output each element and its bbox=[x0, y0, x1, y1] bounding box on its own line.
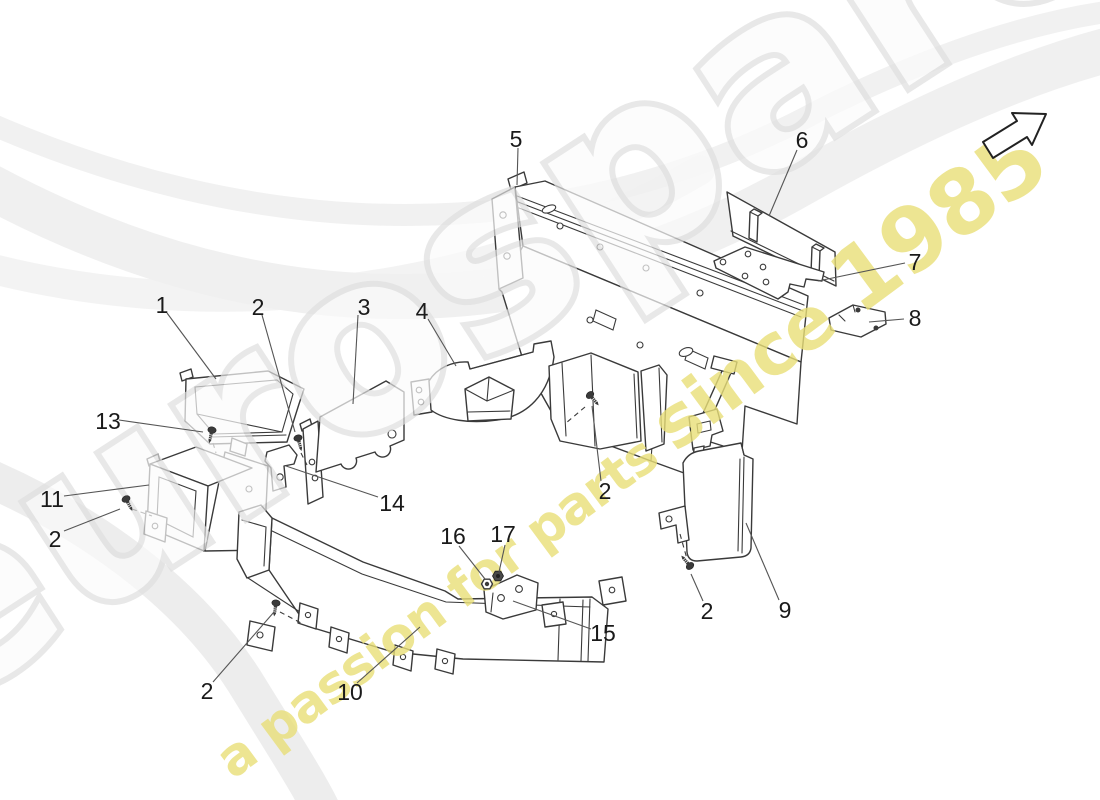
callout-label-1[interactable]: 1 bbox=[156, 292, 169, 318]
part-1-tray bbox=[179, 368, 305, 445]
leader-line-13 bbox=[118, 419, 204, 433]
part-14-angle-bracket bbox=[264, 444, 298, 492]
nut-icon bbox=[492, 570, 504, 582]
part-7-mounting-plate bbox=[713, 246, 825, 300]
callout-label-11[interactable]: 11 bbox=[40, 486, 64, 512]
part-3-flat-shield bbox=[299, 380, 405, 505]
callout-label-9[interactable]: 9 bbox=[779, 597, 792, 623]
nut-icon bbox=[480, 578, 494, 590]
leader-line-15 bbox=[512, 600, 592, 630]
part-9-side-bracket bbox=[658, 355, 754, 562]
leader-line-3 bbox=[352, 314, 359, 405]
callout-label-13[interactable]: 13 bbox=[95, 408, 121, 434]
part-4-center-bracket bbox=[410, 340, 668, 452]
leader-line-7 bbox=[817, 262, 906, 282]
leader-line-2 bbox=[591, 405, 602, 482]
callout-layer: 1 2 3 4 5 6 7 8 9 10 11 13 14 15 16 17 2 2 2 2 bbox=[40, 126, 921, 705]
fastener-dashed-lines bbox=[131, 406, 688, 625]
direction-arrow-icon bbox=[982, 112, 1047, 159]
leader-line-2 bbox=[212, 611, 275, 683]
leader-line-2 bbox=[690, 573, 704, 602]
callout-label-16[interactable]: 16 bbox=[440, 523, 466, 549]
callout-label-2[interactable]: 2 bbox=[49, 526, 62, 552]
leader-line-8 bbox=[868, 318, 905, 323]
leader-line-10 bbox=[356, 626, 421, 684]
leader-line-14 bbox=[285, 465, 379, 498]
callout-label-7[interactable]: 7 bbox=[909, 249, 922, 275]
part-15-end-plate bbox=[483, 574, 539, 620]
callout-label-8[interactable]: 8 bbox=[909, 305, 922, 331]
leader-line-2 bbox=[63, 508, 121, 532]
callout-label-2[interactable]: 2 bbox=[599, 478, 612, 504]
callout-label-17[interactable]: 17 bbox=[490, 521, 516, 547]
parts-linework bbox=[131, 171, 887, 675]
callout-label-2[interactable]: 2 bbox=[701, 598, 714, 624]
leader-line-4 bbox=[427, 318, 457, 367]
leader-line-2 bbox=[261, 314, 296, 433]
callout-label-2[interactable]: 2 bbox=[201, 678, 214, 704]
leader-line-5 bbox=[516, 147, 519, 186]
leader-line-6 bbox=[768, 149, 798, 217]
fasteners bbox=[120, 389, 696, 618]
callout-label-4[interactable]: 4 bbox=[416, 298, 429, 324]
part-10-sill-duct bbox=[236, 504, 627, 675]
leader-line-9 bbox=[745, 522, 780, 601]
callout-label-6[interactable]: 6 bbox=[796, 127, 809, 153]
leader-line-11 bbox=[63, 484, 150, 497]
leader-line-1 bbox=[166, 312, 217, 380]
callout-label-5[interactable]: 5 bbox=[510, 126, 523, 152]
leader-line-17 bbox=[498, 544, 506, 573]
callout-label-15[interactable]: 15 bbox=[590, 620, 616, 646]
callout-label-3[interactable]: 3 bbox=[358, 294, 371, 320]
callout-label-10[interactable]: 10 bbox=[337, 679, 363, 705]
part-8-small-bracket bbox=[828, 304, 887, 338]
leader-line-16 bbox=[458, 545, 486, 580]
callout-label-14[interactable]: 14 bbox=[379, 490, 405, 516]
callout-label-2[interactable]: 2 bbox=[252, 294, 265, 320]
